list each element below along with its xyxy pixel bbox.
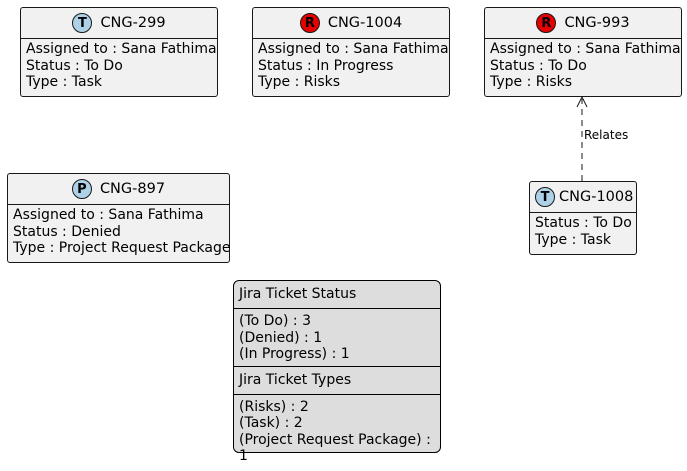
legend-status-row: (To Do) : 3 <box>239 313 311 329</box>
ticket-attributes: Assigned to : Sana Fathima Status : In P… <box>253 39 449 91</box>
ticket-status: Status : To Do <box>490 57 587 74</box>
legend: Jira Ticket Status (To Do) : 3 (Denied) … <box>233 280 441 464</box>
legend-divider <box>234 393 440 395</box>
arrowhead-icon <box>576 95 588 108</box>
legend-types-title: Jira Ticket Types <box>239 371 352 388</box>
ticket-id: CNG-1004 <box>327 15 403 31</box>
ticket-id: CNG-993 <box>564 15 630 31</box>
legend-types-row: (Project Request Package) : 1 <box>239 431 431 465</box>
ticket-cng-993: R CNG-993 Assigned to : Sana Fathima Sta… <box>484 7 682 97</box>
ticket-id: CNG-299 <box>100 15 166 31</box>
legend-types-row: (Risks) : 2 <box>239 398 309 415</box>
ticket-type: Type : Task <box>535 231 611 248</box>
ticket-attributes: Assigned to : Sana Fathima Status : Deni… <box>8 205 231 257</box>
ticket-type: Type : Project Request Package <box>13 240 231 256</box>
ticket-assignee: Assigned to : Sana Fathima <box>26 41 217 57</box>
ticket-attributes: Status : To Do Type : Task <box>530 213 636 248</box>
ticket-status: Status : To Do <box>535 215 632 231</box>
legend-divider <box>234 365 440 367</box>
ticket-type: Type : Risks <box>258 74 341 90</box>
ticket-header: R CNG-1004 <box>253 8 449 39</box>
legend-status-title: Jira Ticket Status <box>239 286 357 302</box>
ticket-type: Type : Task <box>26 74 102 90</box>
project-request-package-badge-icon: P <box>71 179 92 199</box>
risk-badge-icon: R <box>536 13 557 33</box>
ticket-assignee: Assigned to : Sana Fathima <box>490 41 681 57</box>
legend-status-row: (In Progress) : 1 <box>239 346 350 362</box>
ticket-assignee: Assigned to : Sana Fathima <box>258 41 449 57</box>
ticket-attributes: Assigned to : Sana Fathima Status : To D… <box>485 39 681 91</box>
ticket-cng-299: T CNG-299 Assigned to : Sana Fathima Sta… <box>20 7 218 97</box>
ticket-header: R CNG-993 <box>485 8 681 39</box>
legend-types-rows: (Risks) : 2 (Task) : 2 (Project Request … <box>234 395 440 468</box>
risk-badge-icon: R <box>299 13 320 33</box>
task-badge-icon: T <box>535 187 555 207</box>
legend-types-row: (Task) : 2 <box>239 415 303 431</box>
relation-label: Relates <box>584 128 629 142</box>
ticket-type: Type : Risks <box>490 74 573 90</box>
ticket-status: Status : Denied <box>13 223 121 240</box>
ticket-id: CNG-1008 <box>559 189 634 205</box>
ticket-cng-1004: R CNG-1004 Assigned to : Sana Fathima St… <box>252 7 450 97</box>
legend-status-row: (Denied) : 1 <box>239 329 323 346</box>
ticket-header: P CNG-897 <box>8 174 229 205</box>
ticket-status: Status : To Do <box>26 57 123 74</box>
legend-status-rows: (To Do) : 3 (Denied) : 1 (In Progress) :… <box>234 309 440 366</box>
ticket-header: T CNG-1008 <box>530 182 636 213</box>
task-badge-icon: T <box>72 13 93 33</box>
ticket-cng-1008: T CNG-1008 Status : To Do Type : Task <box>529 181 637 255</box>
ticket-header: T CNG-299 <box>21 8 217 39</box>
ticket-id: CNG-897 <box>99 181 166 197</box>
ticket-attributes: Assigned to : Sana Fathima Status : To D… <box>21 39 217 91</box>
ticket-status: Status : In Progress <box>258 57 394 74</box>
ticket-assignee: Assigned to : Sana Fathima <box>13 207 204 223</box>
legend-divider <box>234 308 440 309</box>
ticket-cng-897: P CNG-897 Assigned to : Sana Fathima Sta… <box>7 173 230 263</box>
